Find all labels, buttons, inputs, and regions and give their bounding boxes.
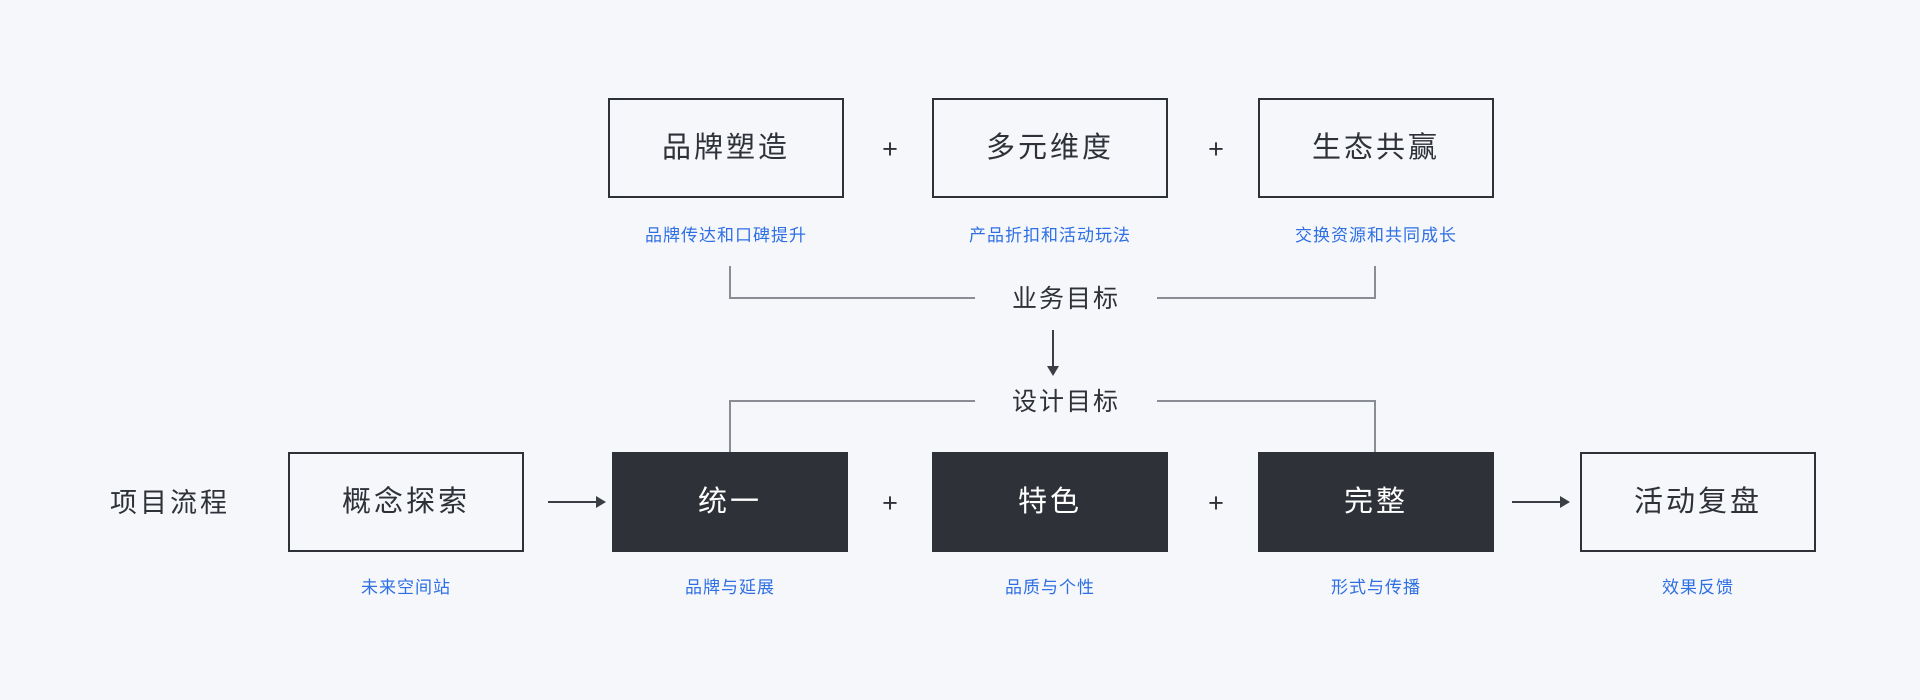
goal-arrow-head-icon <box>1047 366 1059 376</box>
process-box-feature-label: 特色 <box>1017 485 1082 518</box>
process-arrow-2-shaft <box>1512 501 1562 503</box>
process-caption-complete: 形式与传播 <box>1331 578 1421 597</box>
process-box-unity[interactable]: 统一 <box>612 452 848 552</box>
business-operator-plus-2: + <box>1208 134 1224 164</box>
business-box-dimension[interactable]: 多元维度 <box>932 98 1168 198</box>
business-bracket-left-stem <box>729 266 731 299</box>
business-caption-ecosystem: 交换资源和共同成长 <box>1295 226 1457 245</box>
design-bracket-right-stem <box>1374 400 1376 452</box>
process-arrow-1-shaft <box>548 501 598 503</box>
process-box-concept-label: 概念探索 <box>341 485 470 518</box>
process-caption-concept: 未来空间站 <box>361 578 451 597</box>
process-arrow-1-head-icon <box>596 496 606 508</box>
business-box-ecosystem-label: 生态共赢 <box>1311 131 1440 164</box>
process-arrow-2-head-icon <box>1560 496 1570 508</box>
business-box-dimension-label: 多元维度 <box>985 131 1114 164</box>
business-caption-dimension: 产品折扣和活动玩法 <box>969 226 1131 245</box>
process-row-title: 项目流程 <box>110 488 230 518</box>
business-box-brand-label: 品牌塑造 <box>661 131 790 164</box>
process-caption-unity: 品牌与延展 <box>685 578 775 597</box>
business-box-ecosystem[interactable]: 生态共赢 <box>1258 98 1494 198</box>
process-caption-feature: 品质与个性 <box>1005 578 1095 597</box>
design-goal-label: 设计目标 <box>975 390 1157 415</box>
business-operator-plus-1: + <box>882 134 898 164</box>
process-box-concept[interactable]: 概念探索 <box>288 452 524 552</box>
process-box-complete[interactable]: 完整 <box>1258 452 1494 552</box>
process-box-feature[interactable]: 特色 <box>932 452 1168 552</box>
business-caption-brand: 品牌传达和口碑提升 <box>645 226 807 245</box>
process-caption-review: 效果反馈 <box>1662 578 1734 597</box>
goal-arrow-shaft <box>1052 330 1054 370</box>
process-box-review[interactable]: 活动复盘 <box>1580 452 1816 552</box>
business-goal-label: 业务目标 <box>975 287 1157 312</box>
process-box-complete-label: 完整 <box>1343 485 1408 518</box>
design-bracket-left-stem <box>729 400 731 452</box>
business-bracket-right-stem <box>1374 266 1376 299</box>
process-box-unity-label: 统一 <box>697 485 762 518</box>
process-operator-plus-1: + <box>882 488 898 518</box>
process-operator-plus-2: + <box>1208 488 1224 518</box>
business-box-brand[interactable]: 品牌塑造 <box>608 98 844 198</box>
process-box-review-label: 活动复盘 <box>1633 485 1762 518</box>
